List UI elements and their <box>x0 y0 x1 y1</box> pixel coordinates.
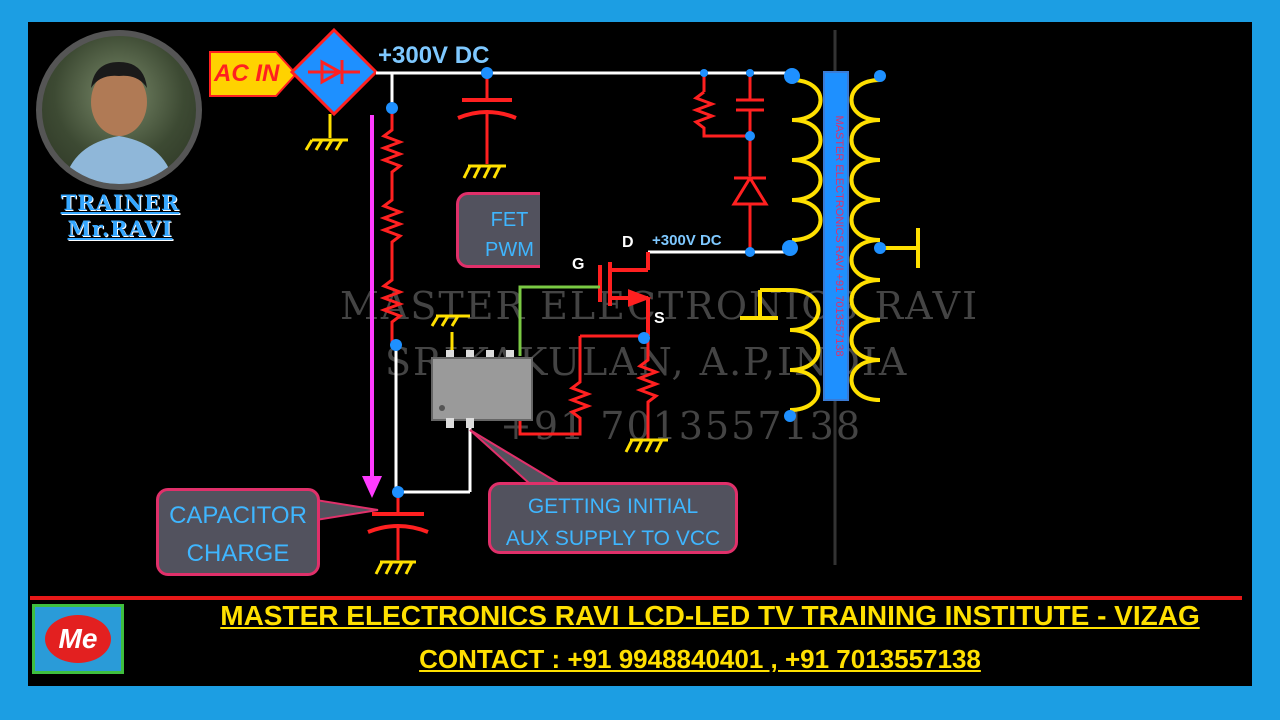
source-resistor <box>518 334 661 440</box>
transformer-label: MASTER ELECTRONICS RAVI +91 7013557138 <box>833 115 845 357</box>
mosfet-icon <box>598 252 652 336</box>
trainer-title: TRAINER <box>60 190 180 215</box>
capacitor-charge-callout: CAPACITOR CHARGE <box>156 488 320 576</box>
gate-label: G <box>572 256 585 273</box>
fet-pwm-line-1: FET <box>490 209 529 231</box>
gate-wire <box>518 285 600 356</box>
aux-supply-callout: GETTING INITIAL AUX SUPPLY TO VCC <box>488 482 738 554</box>
fet-pwm-line-2: PWM <box>485 239 534 261</box>
footer-contact: CONTACT : +91 9948840401 , +91 701355713… <box>419 644 981 674</box>
ac-in-arrow <box>209 51 298 97</box>
trainer-name: Mr.RAVI <box>67 216 173 241</box>
trainer-photo <box>36 30 202 190</box>
pwm-ic-chip <box>430 314 533 428</box>
footer-title: MASTER ELECTRONICS RAVI LCD-LED TV TRAIN… <box>220 600 1200 631</box>
footer-logo: Me <box>32 604 124 674</box>
junction-nodes <box>386 67 886 498</box>
bridge-rectifier-icon <box>289 27 379 117</box>
aux-line-2: AUX SUPPLY TO VCC <box>505 527 721 550</box>
source-label: S <box>654 310 665 327</box>
ac-in-label: AC IN <box>214 60 280 87</box>
watermark-line-3: +91 7013557138 <box>500 404 863 448</box>
fet-pwm-callout: FET PWM <box>456 192 540 268</box>
snubber-network <box>691 73 769 252</box>
capacitor-line-1: CAPACITOR <box>169 502 307 529</box>
capacitor-line-2: CHARGE <box>186 540 290 567</box>
trainer-label: TRAINER Mr.RAVI <box>40 190 200 242</box>
filter-capacitor-icon <box>457 73 517 179</box>
ground-icon <box>624 438 668 453</box>
footer-divider <box>30 596 1242 600</box>
aux-line-1: GETTING INITIAL <box>527 495 699 518</box>
transformer-aux-coil <box>740 288 821 412</box>
logo-badge: Me <box>45 615 111 663</box>
ground-icon <box>304 114 348 151</box>
transformer-primary-coil <box>791 78 823 242</box>
drain-label: D <box>622 234 634 251</box>
dc-top-label: +300V DC <box>378 42 490 69</box>
dc-drain-label: +300V DC <box>652 232 722 249</box>
charge-arrow <box>362 115 382 498</box>
vcc-capacitor-icon <box>367 492 429 575</box>
start-resistor-chain <box>379 108 405 345</box>
dc-rail-wires <box>376 71 792 494</box>
transformer-secondary-coil <box>849 78 920 402</box>
transformer-core <box>823 71 849 401</box>
capacitor-callout-pointer <box>315 498 379 522</box>
aux-callout-pointer <box>469 429 564 485</box>
